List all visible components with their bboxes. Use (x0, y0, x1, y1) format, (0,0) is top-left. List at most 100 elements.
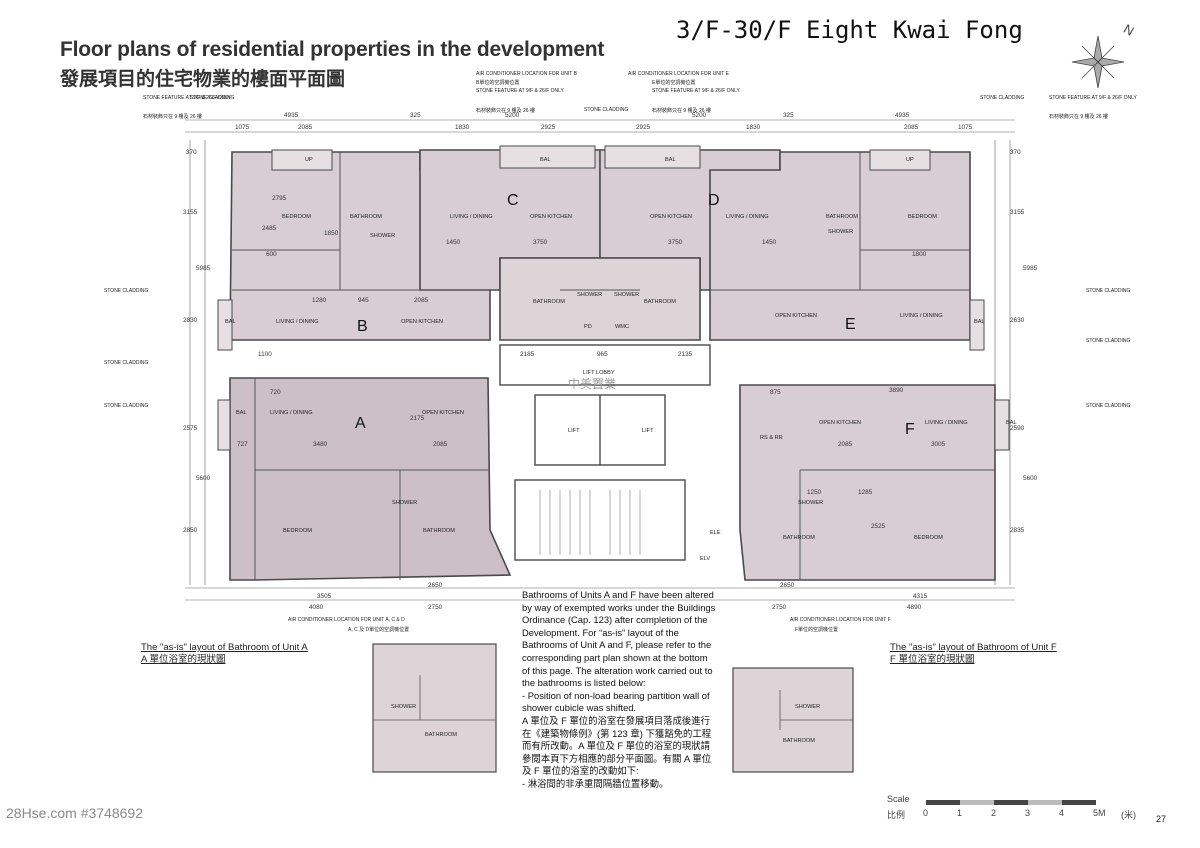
asis-f-shower: SHOWER (795, 704, 820, 710)
room-up-e: UP (906, 157, 914, 163)
room-bedroom-a: BEDROOM (283, 528, 312, 534)
dim-bottom-a-4: 2750 (428, 604, 443, 611)
asis-plan-a: SHOWER BATHROOM (372, 643, 497, 773)
lobby-watermark: 中美置業 (568, 376, 616, 391)
room-shower-b: SHOWER (370, 233, 395, 239)
callout-ac-e-zh: E單位的空調機位置 (652, 79, 695, 86)
callout-stone-cladding-top-1: STONE CLADDING (190, 95, 234, 101)
unit-label-f: F (905, 421, 915, 438)
dim-inner-10: 2085 (414, 297, 429, 304)
dim-left-5: 2575 (183, 425, 198, 432)
callout-stone-feature-left-zh: 石材裝飾只在 9 樓及 26 樓 (143, 113, 202, 120)
callout-ac-acd: AIR CONDITIONER LOCATION FOR UNIT A, C &… (288, 617, 405, 623)
room-living-c: LIVING / DINING (450, 214, 493, 220)
callout-stone-cladding-top-2: STONE CLADDING (584, 107, 628, 113)
dim-inner-21: 2135 (678, 351, 693, 358)
lift-lobby (499, 344, 711, 386)
callout-stone-feature-mid-right-zh: 石材裝飾只在 9 樓及 26 樓 (652, 107, 711, 114)
asis-caption-f-en: The "as-is" layout of Bathroom of Unit F (890, 642, 1057, 653)
asis-caption-a-en: The "as-is" layout of Bathroom of Unit A (141, 642, 308, 653)
asis-a-shower: SHOWER (391, 704, 416, 710)
north-arrow-icon: N (1071, 21, 1137, 89)
dim-inner-14: 3890 (889, 387, 904, 394)
room-bathroom-e: BATHROOM (826, 214, 858, 220)
dim-inner-1: 2795 (272, 195, 287, 202)
scale-label-zh: 比例 (887, 810, 906, 820)
callout-stone-cladding-left-1: STONE CLADDING (104, 288, 148, 294)
balcony-e (969, 299, 985, 351)
room-bal-f: BAL (1006, 420, 1017, 426)
page-title-chinese: 發展項目的住宅物業的樓面平面圖 (60, 69, 346, 90)
unit-f-area (739, 384, 996, 581)
dim-left-7: 2850 (183, 527, 198, 534)
scale-tick-5: 5M (1093, 808, 1106, 818)
callout-ac-b-zh: B單位的空調機位置 (476, 79, 519, 86)
dim-bottom-f-2: 2750 (772, 604, 787, 611)
dim-inner-19: 2185 (520, 351, 535, 358)
balcony-c (499, 145, 596, 169)
room-bal-c: BAL (540, 157, 551, 163)
callout-ac-acd-zh: A, C 及 D單位的空調機位置 (348, 626, 409, 633)
callout-stone-cladding-left-2: STONE CLADDING (104, 360, 148, 366)
dim-top-6: 5200 (505, 112, 520, 119)
scale-bar (926, 800, 1096, 805)
dim-inner-17: 2525 (871, 523, 886, 530)
notes-chinese-item: - 淋浴間的非承重間隔牆位置移動。 (522, 777, 669, 789)
dim-top-11: 325 (783, 112, 794, 119)
dim-bottom-a-1: 3505 (317, 593, 332, 600)
room-bathroom-f: BATHROOM (783, 535, 815, 541)
page-title: Floor plans of residential properties in… (60, 38, 605, 61)
callout-stone-cladding-right-2: STONE CLADDING (1086, 338, 1130, 344)
room-up-b: UP (305, 157, 313, 163)
asis-caption-a-zh: A 單位浴室的現狀圖 (141, 654, 226, 665)
room-kitchen-d: OPEN KITCHEN (650, 214, 692, 220)
room-pd: PD (584, 324, 592, 330)
dim-right-7: 2835 (1010, 527, 1025, 534)
scale-label-en: Scale (887, 794, 910, 804)
room-elv: ELV (700, 556, 710, 562)
dim-top-7: 2925 (541, 124, 556, 131)
asis-plan-f: SHOWER BATHROOM (732, 667, 854, 773)
asis-caption-f: The "as-is" layout of Bathroom of Unit F… (890, 642, 1057, 666)
dim-top-8: 2925 (636, 124, 651, 131)
room-living-a: LIVING / DINING (270, 410, 313, 416)
dim-left-2: 3155 (183, 209, 198, 216)
core-bath-cd (499, 257, 701, 341)
dim-inner-7: 1450 (762, 239, 777, 246)
dim-inner-24: 720 (270, 389, 281, 396)
callout-stone-feature-mid-right: STONE FEATURE AT 9/F & 26/F ONLY (652, 88, 741, 94)
room-kitchen-f: OPEN KITCHEN (819, 420, 861, 426)
notes-english-item: - Position of non-load bearing partition… (522, 689, 710, 714)
unit-label-a: A (355, 415, 366, 432)
dim-bottom-f-1: 2650 (780, 582, 795, 589)
room-living-e: LIVING / DINING (900, 313, 943, 319)
room-bal-e: BAL (974, 319, 985, 325)
room-wmc: WMC (615, 324, 629, 330)
dim-top-10: 1830 (746, 124, 761, 131)
dim-bottom-f-4: 4890 (907, 604, 922, 611)
room-bathroom-c: BATHROOM (533, 299, 565, 305)
dim-right-6: 5600 (1023, 475, 1038, 482)
room-shower-c: SHOWER (577, 292, 602, 298)
callout-stone-cladding-left-3: STONE CLADDING (104, 403, 148, 409)
dim-right-3: 5985 (1023, 265, 1038, 272)
room-shower-d: SHOWER (614, 292, 639, 298)
dim-left-6: 5600 (196, 475, 211, 482)
callout-stone-cladding-right-3: STONE CLADDING (1086, 403, 1130, 409)
dim-left-4: 2830 (183, 317, 198, 324)
room-bathroom-b: BATHROOM (350, 214, 382, 220)
alteration-notes: Bathrooms of Units A and F have been alt… (522, 589, 717, 791)
staircase (514, 479, 686, 561)
dim-inner-20: 965 (597, 351, 608, 358)
callout-stone-feature-mid-left: STONE FEATURE AT 9/F & 26/F ONLY (476, 88, 565, 94)
room-bedroom-e: BEDROOM (908, 214, 937, 220)
dim-inner-18: 1800 (912, 251, 927, 258)
dim-inner-4: 3750 (533, 239, 548, 246)
dim-top-12: 4935 (895, 112, 910, 119)
scale-unit: (米) (1121, 810, 1136, 820)
dim-inner-8: 1280 (312, 297, 327, 304)
dim-inner-9: 945 (358, 297, 369, 304)
dim-inner-13: 2085 (433, 441, 448, 448)
room-kitchen-e: OPEN KITCHEN (775, 313, 817, 319)
